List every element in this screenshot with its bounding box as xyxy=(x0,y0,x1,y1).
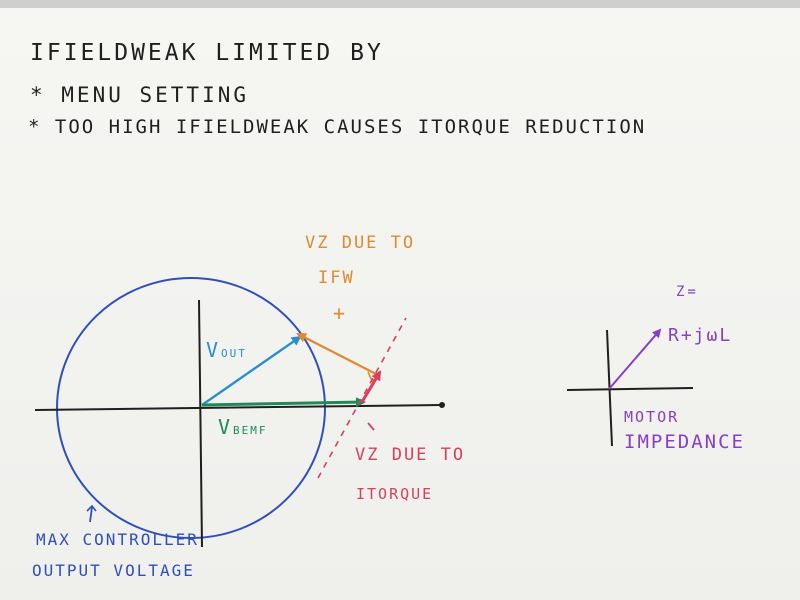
impedance-formula: R+jωL xyxy=(668,325,733,346)
impedance-caption-line2: IMPEDANCE xyxy=(624,431,745,453)
impedance-real-axis xyxy=(566,387,694,391)
real-axis xyxy=(34,404,443,411)
vz-itorque-label-bottom: ITORQUE xyxy=(356,485,434,503)
real-axis-end-dot xyxy=(439,402,445,408)
circle-pointer-head xyxy=(86,504,97,512)
vbemf-label: VBEMF xyxy=(218,417,268,437)
max-controller-label-line1: MAX CONTROLLER xyxy=(36,530,199,549)
imaginary-axis xyxy=(198,299,203,548)
vz-ifw-label-bottom: IFW xyxy=(318,268,355,288)
vz-itorque-label-top: VZ DUE TO xyxy=(355,445,466,465)
vout-label: VOUT xyxy=(206,340,247,360)
vbemf-vector xyxy=(201,397,366,408)
plus-sign: + xyxy=(333,301,349,325)
note-line-2: * MENU SETTING xyxy=(30,83,250,107)
max-voltage-circle xyxy=(56,277,326,539)
vz-ifw-label-top: VZ DUE TO xyxy=(305,233,416,253)
impedance-caption-line1: MOTOR xyxy=(624,408,680,426)
vz-itorque-vector xyxy=(360,370,382,403)
vz-ifw-vector xyxy=(296,333,379,376)
vbemf-label-main: V xyxy=(218,415,234,439)
note-line-3: * TOO HIGH IFIELDWEAK CAUSES ITORQUE RED… xyxy=(28,116,647,138)
paper-background xyxy=(0,8,800,600)
vout-label-main: V xyxy=(206,338,222,362)
vout-vector xyxy=(201,335,302,406)
max-controller-label-line2: OUTPUT VOLTAGE xyxy=(32,561,195,580)
impedance-z-label: Z= xyxy=(676,284,699,300)
note-line-1: IFIELDWEAK LIMITED BY xyxy=(30,40,384,66)
vout-label-sub: OUT xyxy=(221,347,247,360)
itorque-pointer xyxy=(367,422,375,431)
vbemf-label-sub: BEMF xyxy=(233,424,268,437)
impedance-vector xyxy=(608,328,662,390)
circle-pointer xyxy=(89,506,93,523)
